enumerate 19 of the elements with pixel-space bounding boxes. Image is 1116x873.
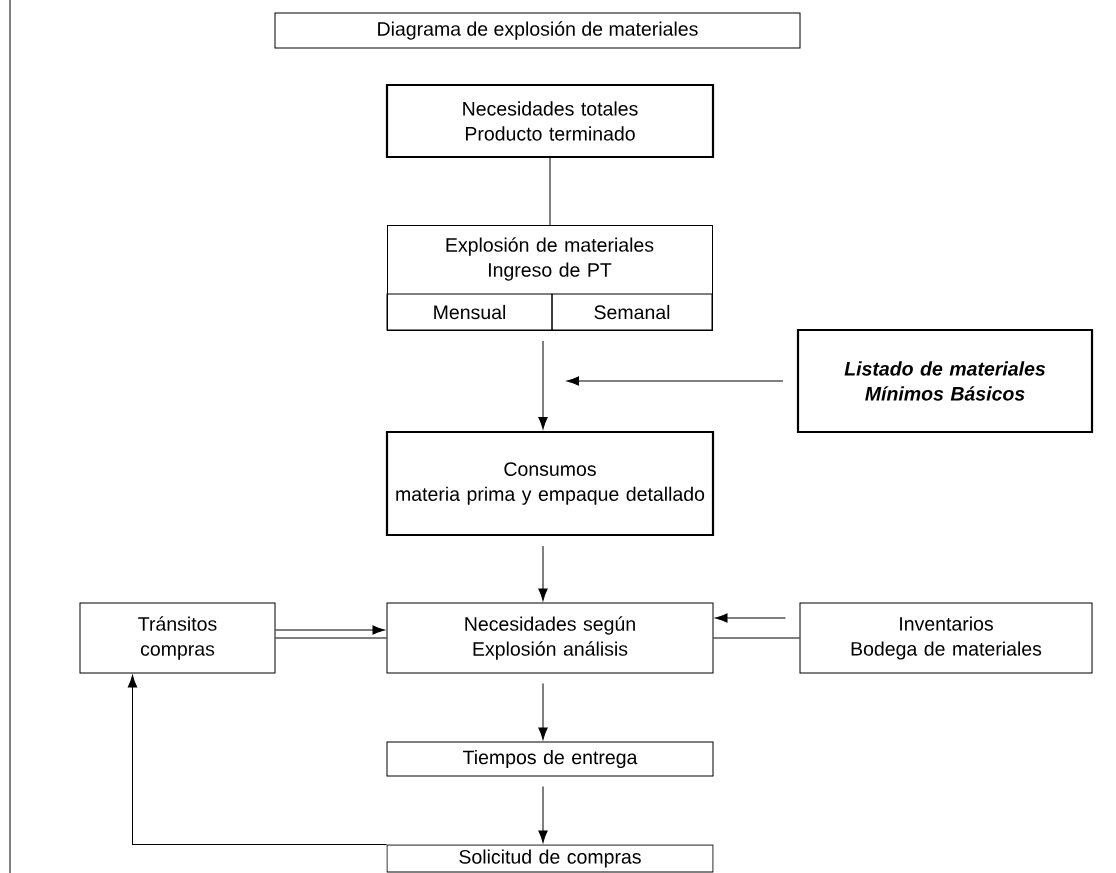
process-box: Inventarios Bodega de materiales xyxy=(799,602,1093,674)
arrow xyxy=(538,683,548,740)
table-cell: Semanal xyxy=(551,293,713,331)
process-box: Necesidades totales Producto terminado xyxy=(385,83,715,159)
arrow xyxy=(715,613,786,623)
process-box: Tiempos de entrega xyxy=(386,741,714,777)
title-box: Diagrama de explosión de materiales xyxy=(274,12,801,49)
process-box: Tránsitos compras xyxy=(79,602,276,674)
arrow xyxy=(538,786,548,843)
arrow xyxy=(127,675,387,845)
process-box: Listado de materiales Mínimos Básicos xyxy=(796,328,1094,434)
arrow xyxy=(275,625,385,635)
process-box: Consumos materia prima y empaque detallado xyxy=(385,430,715,537)
process-box: Solicitud de compras xyxy=(386,844,714,873)
arrow xyxy=(538,545,548,601)
process-box: Necesidades según Explosión análisis xyxy=(386,602,714,674)
arrow xyxy=(566,376,784,386)
arrow xyxy=(538,340,548,430)
table-cell: Mensual xyxy=(386,293,553,331)
